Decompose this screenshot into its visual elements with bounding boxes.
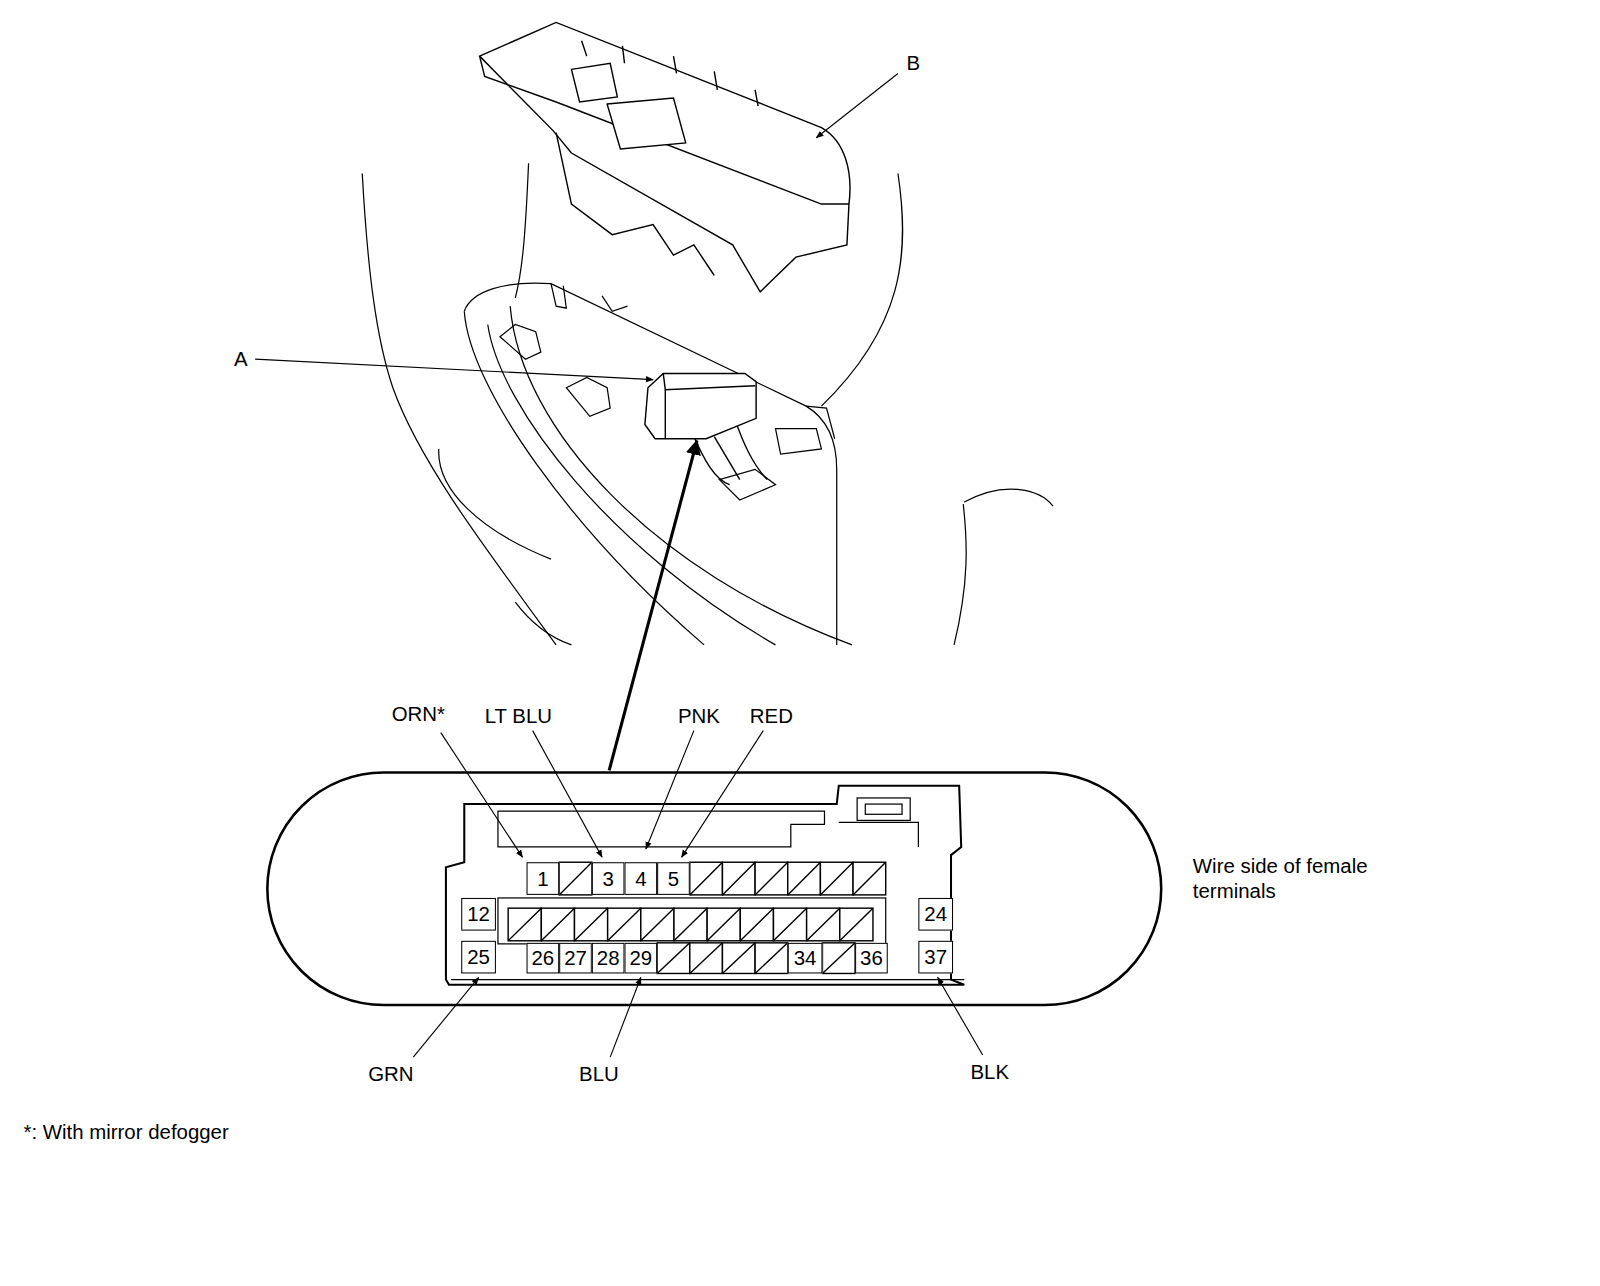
wire-color: RED	[749, 704, 794, 728]
wire-color: LT BLU	[484, 704, 553, 728]
pin-cell: 27	[559, 943, 592, 974]
pin-number: 5	[668, 867, 679, 890]
part-label: A	[233, 347, 249, 371]
pin-cell: 36	[855, 943, 888, 974]
pin-number: 28	[597, 946, 620, 969]
view-note: Wire side of female terminals	[1192, 854, 1398, 903]
wire-color: BLK	[969, 1059, 1010, 1083]
wire-color: GRN	[367, 1061, 414, 1085]
pin-cell: 12	[461, 898, 496, 931]
pin-number: 1	[537, 867, 548, 890]
pin-cell: 1	[527, 862, 560, 895]
pin-cell: 25	[461, 941, 496, 974]
pin-number: 26	[532, 946, 555, 969]
wire-color: BLU	[578, 1061, 620, 1085]
pin-cell: 37	[918, 941, 953, 974]
pin-cell: 24	[918, 898, 953, 931]
pin-number: 29	[629, 946, 652, 969]
leader-line	[255, 73, 898, 379]
pin-number: 12	[467, 903, 490, 926]
pin-number: 3	[602, 867, 613, 890]
wire-color-leader	[413, 731, 982, 1058]
switch-panel	[480, 22, 850, 291]
pin-number: 27	[564, 946, 587, 969]
pin-number: 36	[860, 946, 883, 969]
empty-cavity	[508, 862, 886, 973]
pin-cell: 3	[592, 862, 625, 895]
wire-color: ORN*	[391, 702, 446, 726]
part-label: B	[905, 51, 921, 75]
connector-a	[645, 373, 767, 484]
wire-color: PNK	[677, 704, 721, 728]
pin-cell: 4	[624, 862, 657, 895]
pin-cell: 34	[788, 943, 823, 974]
footnote: *: With mirror defogger	[22, 1119, 229, 1143]
pin-cell: 28	[592, 943, 625, 974]
pin-number: 37	[924, 945, 947, 968]
pin-cell: 29	[624, 943, 657, 974]
pin-cell: 26	[527, 943, 560, 974]
pin-number: 24	[924, 903, 947, 926]
pin-cell: 5	[657, 862, 690, 895]
pin-number: 25	[467, 945, 490, 968]
door-panel	[362, 163, 1053, 645]
pin-number: 34	[794, 946, 817, 969]
pin-number: 4	[635, 867, 646, 890]
